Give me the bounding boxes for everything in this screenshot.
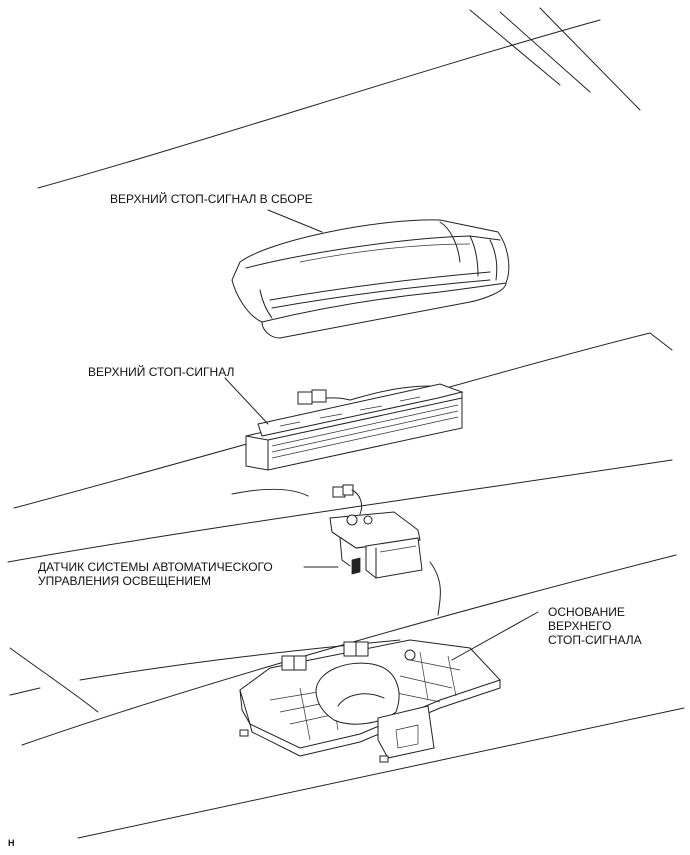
- corner-code: H: [8, 838, 15, 848]
- label-stop-light-assembly: ВЕРХНИЙ СТОП-СИГНАЛ В СБОРЕ: [110, 192, 313, 206]
- label-stop-light-base: ОСНОВАНИЕ ВЕРХНЕГО СТОП-СИГНАЛА: [548, 605, 642, 647]
- label-auto-light-sensor: ДАТЧИК СИСТЕМЫ АВТОМАТИЧЕСКОГО УПРАВЛЕНИ…: [38, 560, 273, 588]
- label-auto-light-sensor-line1: ДАТЧИК СИСТЕМЫ АВТОМАТИЧЕСКОГО: [38, 560, 273, 574]
- label-stop-light: ВЕРХНИЙ СТОП-СИГНАЛ: [88, 365, 235, 379]
- label-stop-light-base-line1: ОСНОВАНИЕ: [548, 605, 625, 619]
- stop-light-base: [239, 639, 501, 763]
- stop-light-assembly-cover: [231, 219, 510, 339]
- auto-light-sensor: [329, 484, 423, 579]
- stop-light-lamp-bar: [245, 383, 464, 471]
- label-stop-light-base-line2: ВЕРХНЕГО: [548, 619, 612, 633]
- leader-lines: [224, 209, 539, 661]
- label-stop-light-base-line3: СТОП-СИГНАЛА: [548, 633, 642, 647]
- label-auto-light-sensor-line2: УПРАВЛЕНИЯ ОСВЕЩЕНИЕМ: [38, 574, 212, 588]
